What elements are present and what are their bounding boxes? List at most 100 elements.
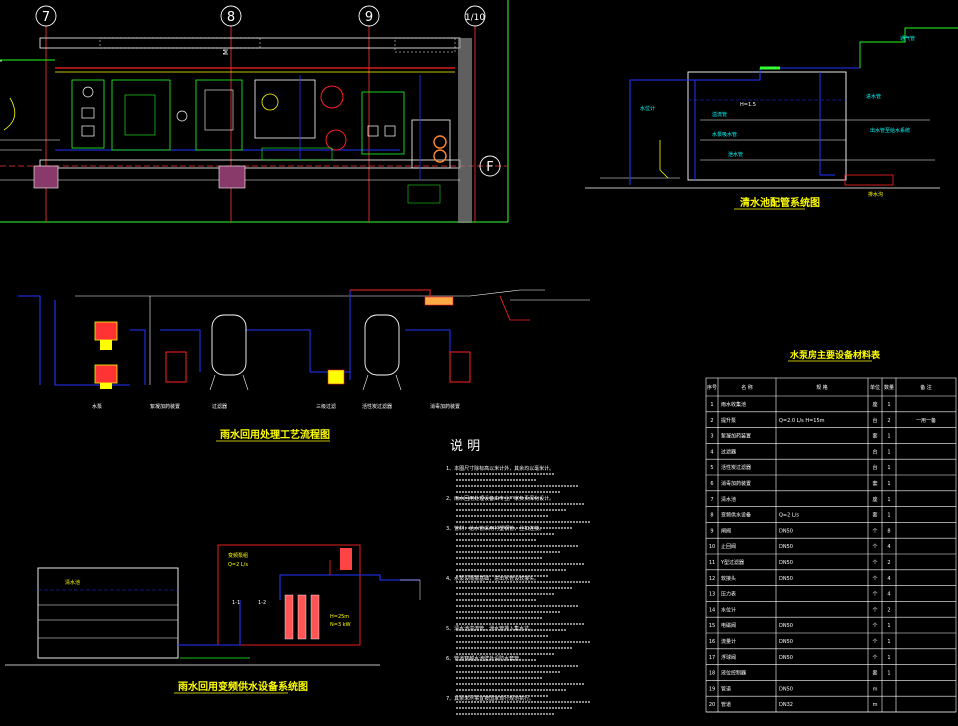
- column-block: [218, 165, 246, 189]
- design-notes: 说 明 1、本图尺寸除标高以米计外，其余均以毫米计。 2、雨水回用处理设备由专业…: [446, 439, 590, 715]
- process-label: 过滤器: [212, 403, 227, 410]
- table-cell: DN50: [779, 686, 793, 692]
- table-cell: 个: [872, 639, 877, 645]
- table-cell: 1: [887, 655, 890, 661]
- process-label: 三级过滤: [316, 403, 336, 410]
- table-cell: 过滤器: [721, 448, 736, 455]
- table-cell: 电磁阀: [721, 622, 736, 629]
- table-cell: 3: [710, 434, 713, 440]
- table-cell: 1: [887, 465, 890, 471]
- table-cell: 4: [887, 592, 890, 598]
- table-cell: 2: [710, 418, 713, 424]
- table-cell: 5: [710, 465, 713, 471]
- process-label: 絮凝加药装置: [150, 403, 180, 410]
- table-header-cell: 规 格: [816, 384, 828, 391]
- table-cell: 1: [887, 623, 890, 629]
- riser-label: 水泵吸水管: [712, 131, 737, 138]
- riser-label: 进水管: [866, 93, 881, 100]
- table-cell: Q=2.0 L/s H=15m: [779, 418, 825, 424]
- table-cell: 台: [872, 464, 877, 471]
- pump-spec: 变频泵组: [228, 552, 248, 559]
- riser-note: H=1.5: [740, 102, 756, 108]
- grid-bubble-1-10: 1/10: [464, 5, 486, 27]
- table-cell: 台: [872, 448, 877, 455]
- grid-bubble-F: F: [479, 155, 501, 177]
- table-cell: 水位计: [721, 606, 736, 613]
- table-cell: 18: [709, 671, 715, 677]
- table-cell: 9: [710, 528, 713, 534]
- table-cell: 1: [887, 639, 890, 645]
- svg-text:9: 9: [365, 10, 373, 25]
- table-cell: Q=2 L/s: [779, 513, 799, 519]
- table-cell: 提升泵: [721, 417, 736, 424]
- table-cell: 个: [872, 576, 877, 582]
- table-cell: 套: [872, 433, 877, 440]
- table-cell: 座: [872, 401, 877, 408]
- table-cell: 管道: [721, 685, 731, 692]
- table-cell: DN50: [779, 639, 793, 645]
- riser-label: 出水管至给水系统: [870, 127, 910, 134]
- table-cell: 10: [709, 544, 715, 550]
- pump-spec: Q=2 L/s: [228, 562, 248, 568]
- table-cell: 个: [872, 607, 877, 613]
- table-cell: 4: [887, 576, 890, 582]
- table-cell: DN50: [779, 655, 793, 661]
- riser-label: 泄水管: [728, 151, 743, 158]
- table-cell: 流量计: [721, 638, 736, 645]
- table-cell: m: [873, 686, 878, 692]
- table-cell: 1: [887, 671, 890, 677]
- riser-diagram: 出水管至给水系统 水泵吸水管 溢流管 泄水管 进水管 水位计 通气管 排水沟 H…: [585, 27, 958, 210]
- floor-plan: F M 7 8 9 1/10 F: [0, 0, 509, 223]
- table-cell: 止回阀: [721, 543, 736, 550]
- notes-line: 7、其余未尽事宜按国家现行规范执行。: [446, 695, 534, 702]
- table-cell: 压力表: [721, 591, 736, 598]
- supply-tank-label: 清水池: [65, 579, 80, 586]
- table-cell: 闸阀: [721, 527, 731, 534]
- column-block: [33, 165, 59, 189]
- table-header-cell: 名 称: [741, 384, 753, 391]
- table-cell: 8: [710, 513, 713, 519]
- notes-line: 1、本图尺寸除标高以米计外，其余均以毫米计。: [446, 465, 554, 472]
- svg-text:7: 7: [42, 10, 50, 25]
- grid-bubble-7: 7: [35, 5, 57, 27]
- table-cell: 1: [887, 481, 890, 487]
- table-cell: 活性炭过滤器: [721, 464, 751, 471]
- table-cell: 6: [710, 481, 713, 487]
- notes-line: 2、雨水回用处理设备由专业厂家负责深化设计。: [446, 495, 554, 502]
- table-cell: 7: [710, 497, 713, 503]
- table-cell: 20: [709, 702, 715, 708]
- table-cell: 11: [709, 560, 715, 566]
- riser-label: 通气管: [900, 35, 915, 42]
- pump-tag: 1-1: [232, 600, 240, 606]
- table-cell: 套: [872, 670, 877, 677]
- notes-line: 5、清水池溢流管、泄水管排入集水坑。: [446, 625, 534, 632]
- pump-spec: H=25m: [330, 614, 349, 620]
- table-cell: 8: [887, 528, 890, 534]
- table-cell: 1: [710, 402, 713, 408]
- table-cell: 管道: [721, 701, 731, 708]
- table-cell: 个: [872, 623, 877, 629]
- table-cell: 2: [887, 607, 890, 613]
- process-label: 活性炭过滤器: [362, 403, 392, 410]
- process-label: 消毒加药装置: [430, 403, 460, 410]
- svg-text:1/10: 1/10: [465, 13, 485, 23]
- table-cell: 13: [709, 592, 715, 598]
- notes-heading: 说 明: [450, 439, 480, 454]
- table-header-cell: 序号: [707, 384, 717, 391]
- table-cell: Y型过滤器: [720, 559, 744, 566]
- table-cell: m: [873, 702, 878, 708]
- table-cell: DN50: [779, 623, 793, 629]
- grid-bubble-9: 9: [358, 5, 380, 27]
- notes-line: 6、管道穿越水池壁处设防水套管。: [446, 655, 524, 662]
- process-diagram-title: 雨水回用处理工艺流程图: [220, 428, 330, 441]
- process-label: 水泵: [92, 403, 102, 410]
- table-cell: DN50: [779, 576, 793, 582]
- table-cell: 1: [887, 434, 890, 440]
- table-cell: 2: [887, 560, 890, 566]
- table-cell: 1: [887, 497, 890, 503]
- svg-text:F: F: [486, 160, 493, 175]
- table-cell: DN32: [779, 702, 793, 708]
- table-cell: 浮球阀: [721, 654, 736, 661]
- riser-label: 水位计: [640, 105, 655, 112]
- table-cell: 4: [887, 544, 890, 550]
